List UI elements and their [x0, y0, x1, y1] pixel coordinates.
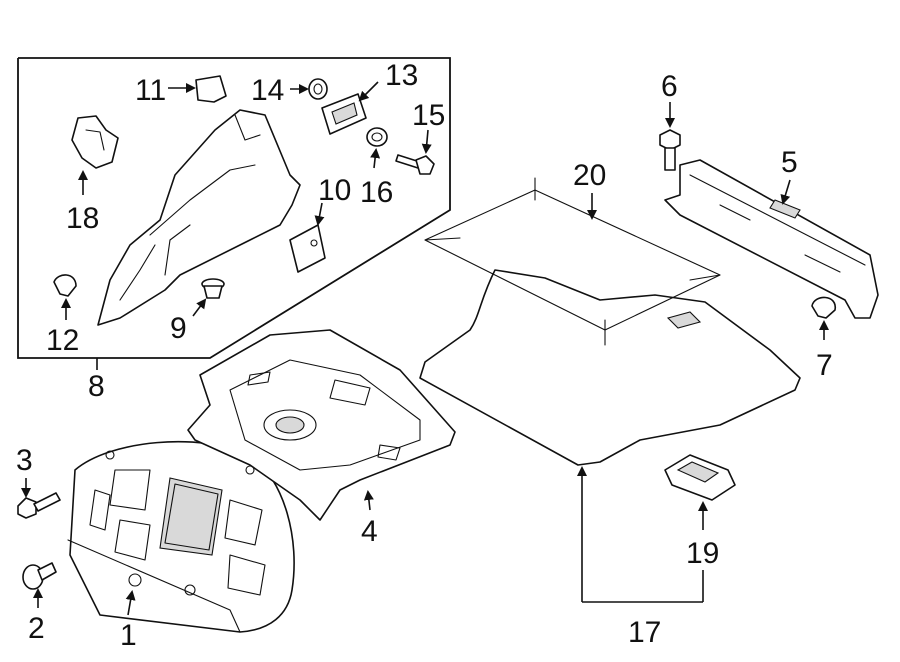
part-8-quarter-trim [97, 109, 301, 326]
part-3-bolt [17, 492, 61, 519]
callout-16: 16 [360, 176, 393, 209]
part-6-bolt [659, 129, 681, 171]
part-9-grommet [201, 278, 225, 299]
part-16-washer [366, 127, 388, 147]
part-1-trunk-lid-panel [67, 441, 295, 633]
callout-18: 18 [66, 202, 99, 235]
callout-13: 13 [385, 59, 418, 92]
inset-box [17, 57, 451, 359]
leader-lines [21, 81, 829, 616]
callout-20: 20 [573, 159, 606, 192]
part-5-sill-plate [664, 159, 879, 319]
callout-4: 4 [361, 515, 378, 548]
part-13-latch [321, 93, 367, 135]
part-7-clip [811, 296, 836, 319]
part-11-bracket [195, 75, 227, 103]
callout-7: 7 [816, 349, 833, 382]
callout-11: 11 [135, 74, 166, 107]
callout-2: 2 [28, 612, 45, 645]
callout-19: 19 [686, 537, 719, 570]
callout-17: 17 [628, 616, 661, 649]
callout-9: 9 [170, 312, 187, 345]
callout-1: 1 [120, 619, 137, 652]
callout-10: 10 [318, 174, 351, 207]
callout-8: 8 [88, 370, 105, 403]
callout-5: 5 [781, 146, 798, 179]
callout-15: 15 [412, 99, 445, 132]
part-10-cover [289, 224, 326, 273]
callout-12: 12 [46, 324, 79, 357]
part-2-push-pin [22, 562, 57, 590]
part-4-package-tray [187, 329, 456, 521]
callout-14: 14 [251, 74, 284, 107]
part-20-cargo-net [424, 177, 721, 346]
part-17-floor-mat [419, 269, 801, 466]
part-14-nut [308, 78, 328, 100]
part-19-cap [664, 454, 736, 501]
part-12-clip [53, 274, 77, 297]
part-15-screw [395, 154, 435, 175]
part-18-hook [71, 115, 119, 169]
callout-labels: 1 2 3 4 5 6 7 8 9 10 11 12 13 14 15 16 1… [16, 59, 833, 652]
callout-3: 3 [16, 444, 33, 477]
callout-6: 6 [661, 70, 678, 103]
